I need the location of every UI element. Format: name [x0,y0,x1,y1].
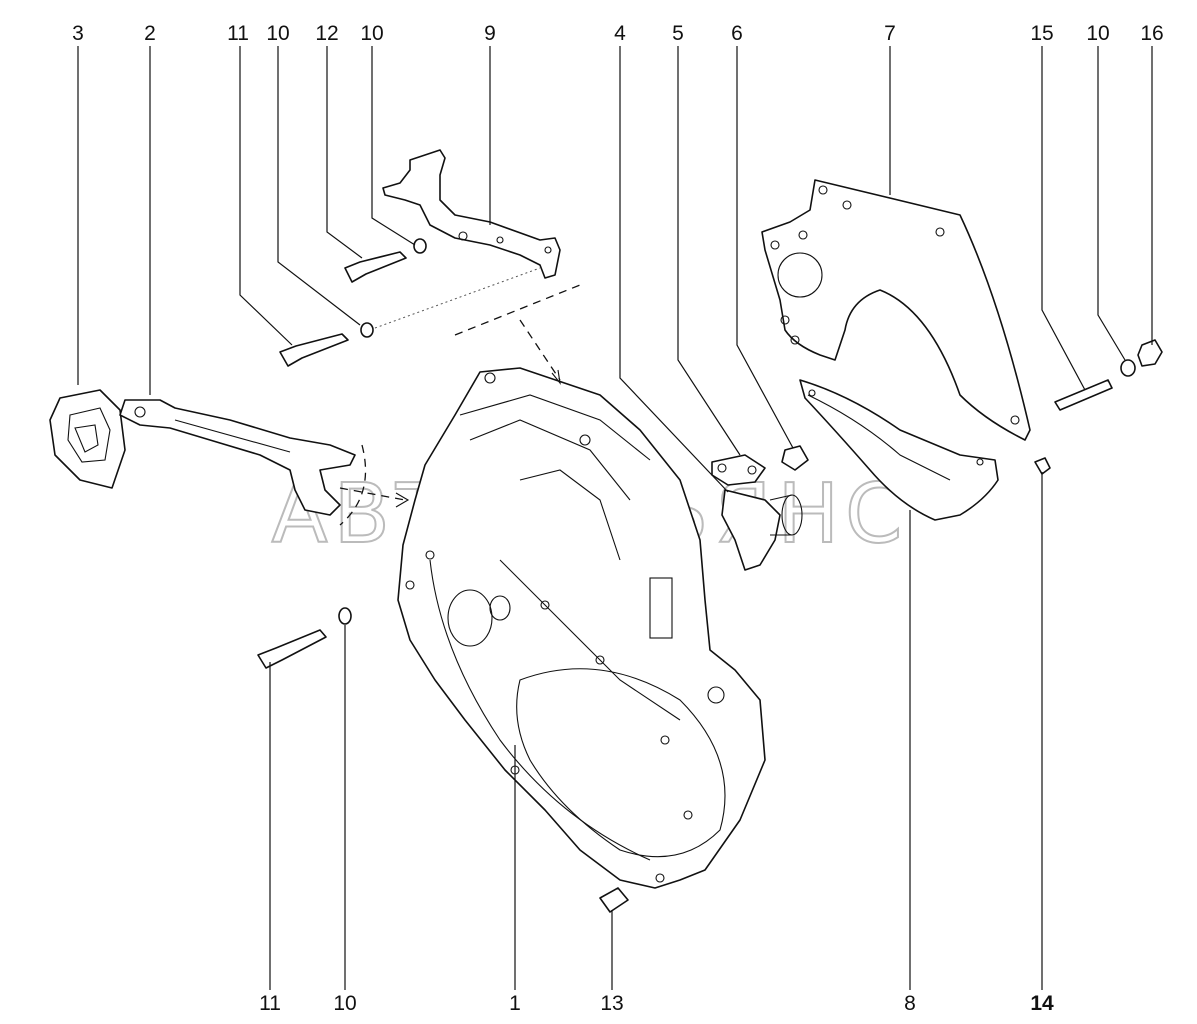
part-14-fastener [1034,457,1051,475]
assembly-arrow-9 [519,319,561,381]
part-3-rubber-boot [49,389,126,489]
part-10-washer-top-a [413,238,427,254]
assembly-arc-9 [454,284,581,336]
part-8-lower-cover [799,379,999,521]
callout-10-top-b: 10 [360,22,383,45]
callout-8: 8 [904,992,916,1015]
callout-12: 12 [315,22,338,45]
callout-13: 13 [600,992,623,1015]
callout-16: 16 [1140,22,1163,45]
callout-15: 15 [1030,22,1053,45]
callout-7: 7 [884,22,896,45]
callout-6: 6 [731,22,743,45]
part-4-release-bearing [721,489,803,571]
callout-9: 9 [484,22,496,45]
part-11-bolt-top [279,333,349,367]
part-2-clutch-fork [119,399,356,516]
part-6-bolt [781,445,809,471]
assembly-arrow-2 [339,487,406,501]
callout-11-top: 11 [227,22,249,45]
assembly-arrowhead-2 [395,492,410,508]
callout-1: 1 [509,992,521,1015]
leader-lines [77,46,1153,990]
part-12-bolt [344,251,407,283]
part-10-washer-bottom [338,607,352,625]
part-10-washer-top-b [360,322,374,338]
part-5-flange [711,454,766,486]
callout-14: 14 [1030,992,1054,1015]
callout-4: 4 [614,22,626,45]
callout-3: 3 [72,22,84,45]
alignment-line-10 [374,267,541,329]
part-7-cover-plate [761,179,1031,441]
callout-10-bottom: 10 [333,992,356,1015]
part-16-nut [1137,339,1163,367]
part-1-clutch-housing [397,367,766,889]
callout-10-top-c: 10 [1086,22,1109,45]
part-11-bolt-bottom [257,629,327,669]
part-10-washer-top-c [1120,359,1136,377]
callout-10-top-a: 10 [266,22,289,45]
callout-2: 2 [144,22,156,45]
part-9-bracket [382,149,561,279]
assembly-arrowhead-9 [551,369,561,385]
assembly-arc-2 [339,444,367,526]
part-13-dowel [599,887,629,913]
callout-5: 5 [672,22,684,45]
callout-11-bottom: 11 [259,992,281,1015]
part-15-stud [1054,379,1113,411]
